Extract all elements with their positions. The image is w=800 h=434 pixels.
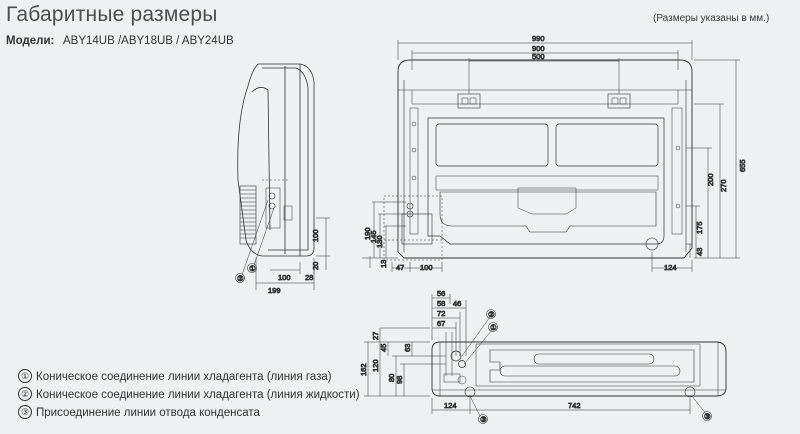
bottom-dim-46: 46	[453, 299, 461, 308]
front-view: 990 900 500 655 270 200 175 43 190 145 1…	[362, 34, 747, 272]
bottom-dim-63: 63	[403, 344, 412, 352]
legend-number-3: ③	[18, 405, 32, 419]
side-marker-1: ①	[249, 264, 256, 273]
legend-text-3: Присоединение линии отвода конденсата	[36, 407, 260, 419]
bottom-dim-120: 120	[371, 359, 380, 372]
bottom-dim-27: 27	[371, 332, 380, 340]
bottom-dim-67: 67	[437, 319, 445, 328]
front-dim-124: 124	[664, 263, 677, 272]
units-note: (Размеры указаны в мм.)	[653, 13, 770, 24]
side-dim-20: 20	[311, 262, 320, 270]
legend-text-2: Коническое соединение линии хладагента (…	[36, 389, 360, 401]
legend-item-drain: ③ Присоединение линии отвода конденсата	[18, 405, 260, 419]
legend-number-2: ②	[18, 387, 32, 401]
bottom-dim-58: 58	[437, 299, 445, 308]
bottom-marker-3a: ③	[480, 415, 487, 424]
bottom-marker-1: ①	[490, 323, 497, 332]
front-dim-990: 990	[532, 34, 545, 43]
bottom-marker-3b: ③	[704, 412, 711, 421]
side-dim-100: 100	[311, 229, 320, 242]
bottom-dim-124: 124	[444, 401, 457, 410]
side-view: ② ① 100 20 100 28 199	[235, 63, 330, 295]
models-label: Модели:	[6, 35, 55, 47]
front-dim-900: 900	[532, 44, 545, 53]
legend-text-1: Коническое соединение линии хладагента (…	[36, 371, 332, 383]
bottom-dim-162: 162	[359, 363, 368, 376]
bottom-dim-72: 72	[437, 309, 445, 318]
front-dim-175: 175	[695, 221, 704, 234]
front-dim-13: 13	[379, 260, 388, 268]
bottom-dim-56: 56	[437, 289, 445, 298]
front-dim-43: 43	[695, 248, 704, 256]
front-dim-655: 655	[738, 159, 747, 172]
front-dim-47: 47	[396, 263, 404, 272]
side-dim-199: 199	[268, 286, 281, 295]
front-dim-270: 270	[719, 179, 728, 192]
side-dim-100b: 100	[278, 273, 291, 282]
models-value: ABY14UB /ABY18UB / ABY24UB	[63, 35, 234, 47]
bottom-dim-742: 742	[568, 401, 581, 410]
legend-item-liquid-line: ② Коническое соединение линии хладагента …	[18, 387, 360, 401]
front-dim-200: 200	[706, 173, 715, 186]
bottom-dim-98: 98	[395, 376, 404, 384]
legend-item-gas-line: ① Коническое соединение линии хладагента …	[18, 369, 332, 383]
bottom-dim-45: 45	[379, 344, 388, 352]
bottom-dim-80: 80	[387, 374, 396, 382]
bottom-view: ② ① ③ ③ 56 58 46 72 67 162 120 27 45	[359, 289, 727, 424]
side-marker-2: ②	[237, 274, 244, 283]
bottom-marker-2: ②	[488, 310, 495, 319]
side-dim-28: 28	[305, 273, 313, 282]
front-dim-145: 145	[369, 230, 378, 243]
front-dim-500: 500	[532, 52, 545, 61]
front-dim-130: 130	[375, 235, 384, 248]
legend-number-1: ①	[18, 369, 32, 383]
page-title: Габаритные размеры	[6, 3, 218, 26]
front-dim-100: 100	[420, 263, 433, 272]
front-dim-190: 190	[363, 227, 372, 240]
